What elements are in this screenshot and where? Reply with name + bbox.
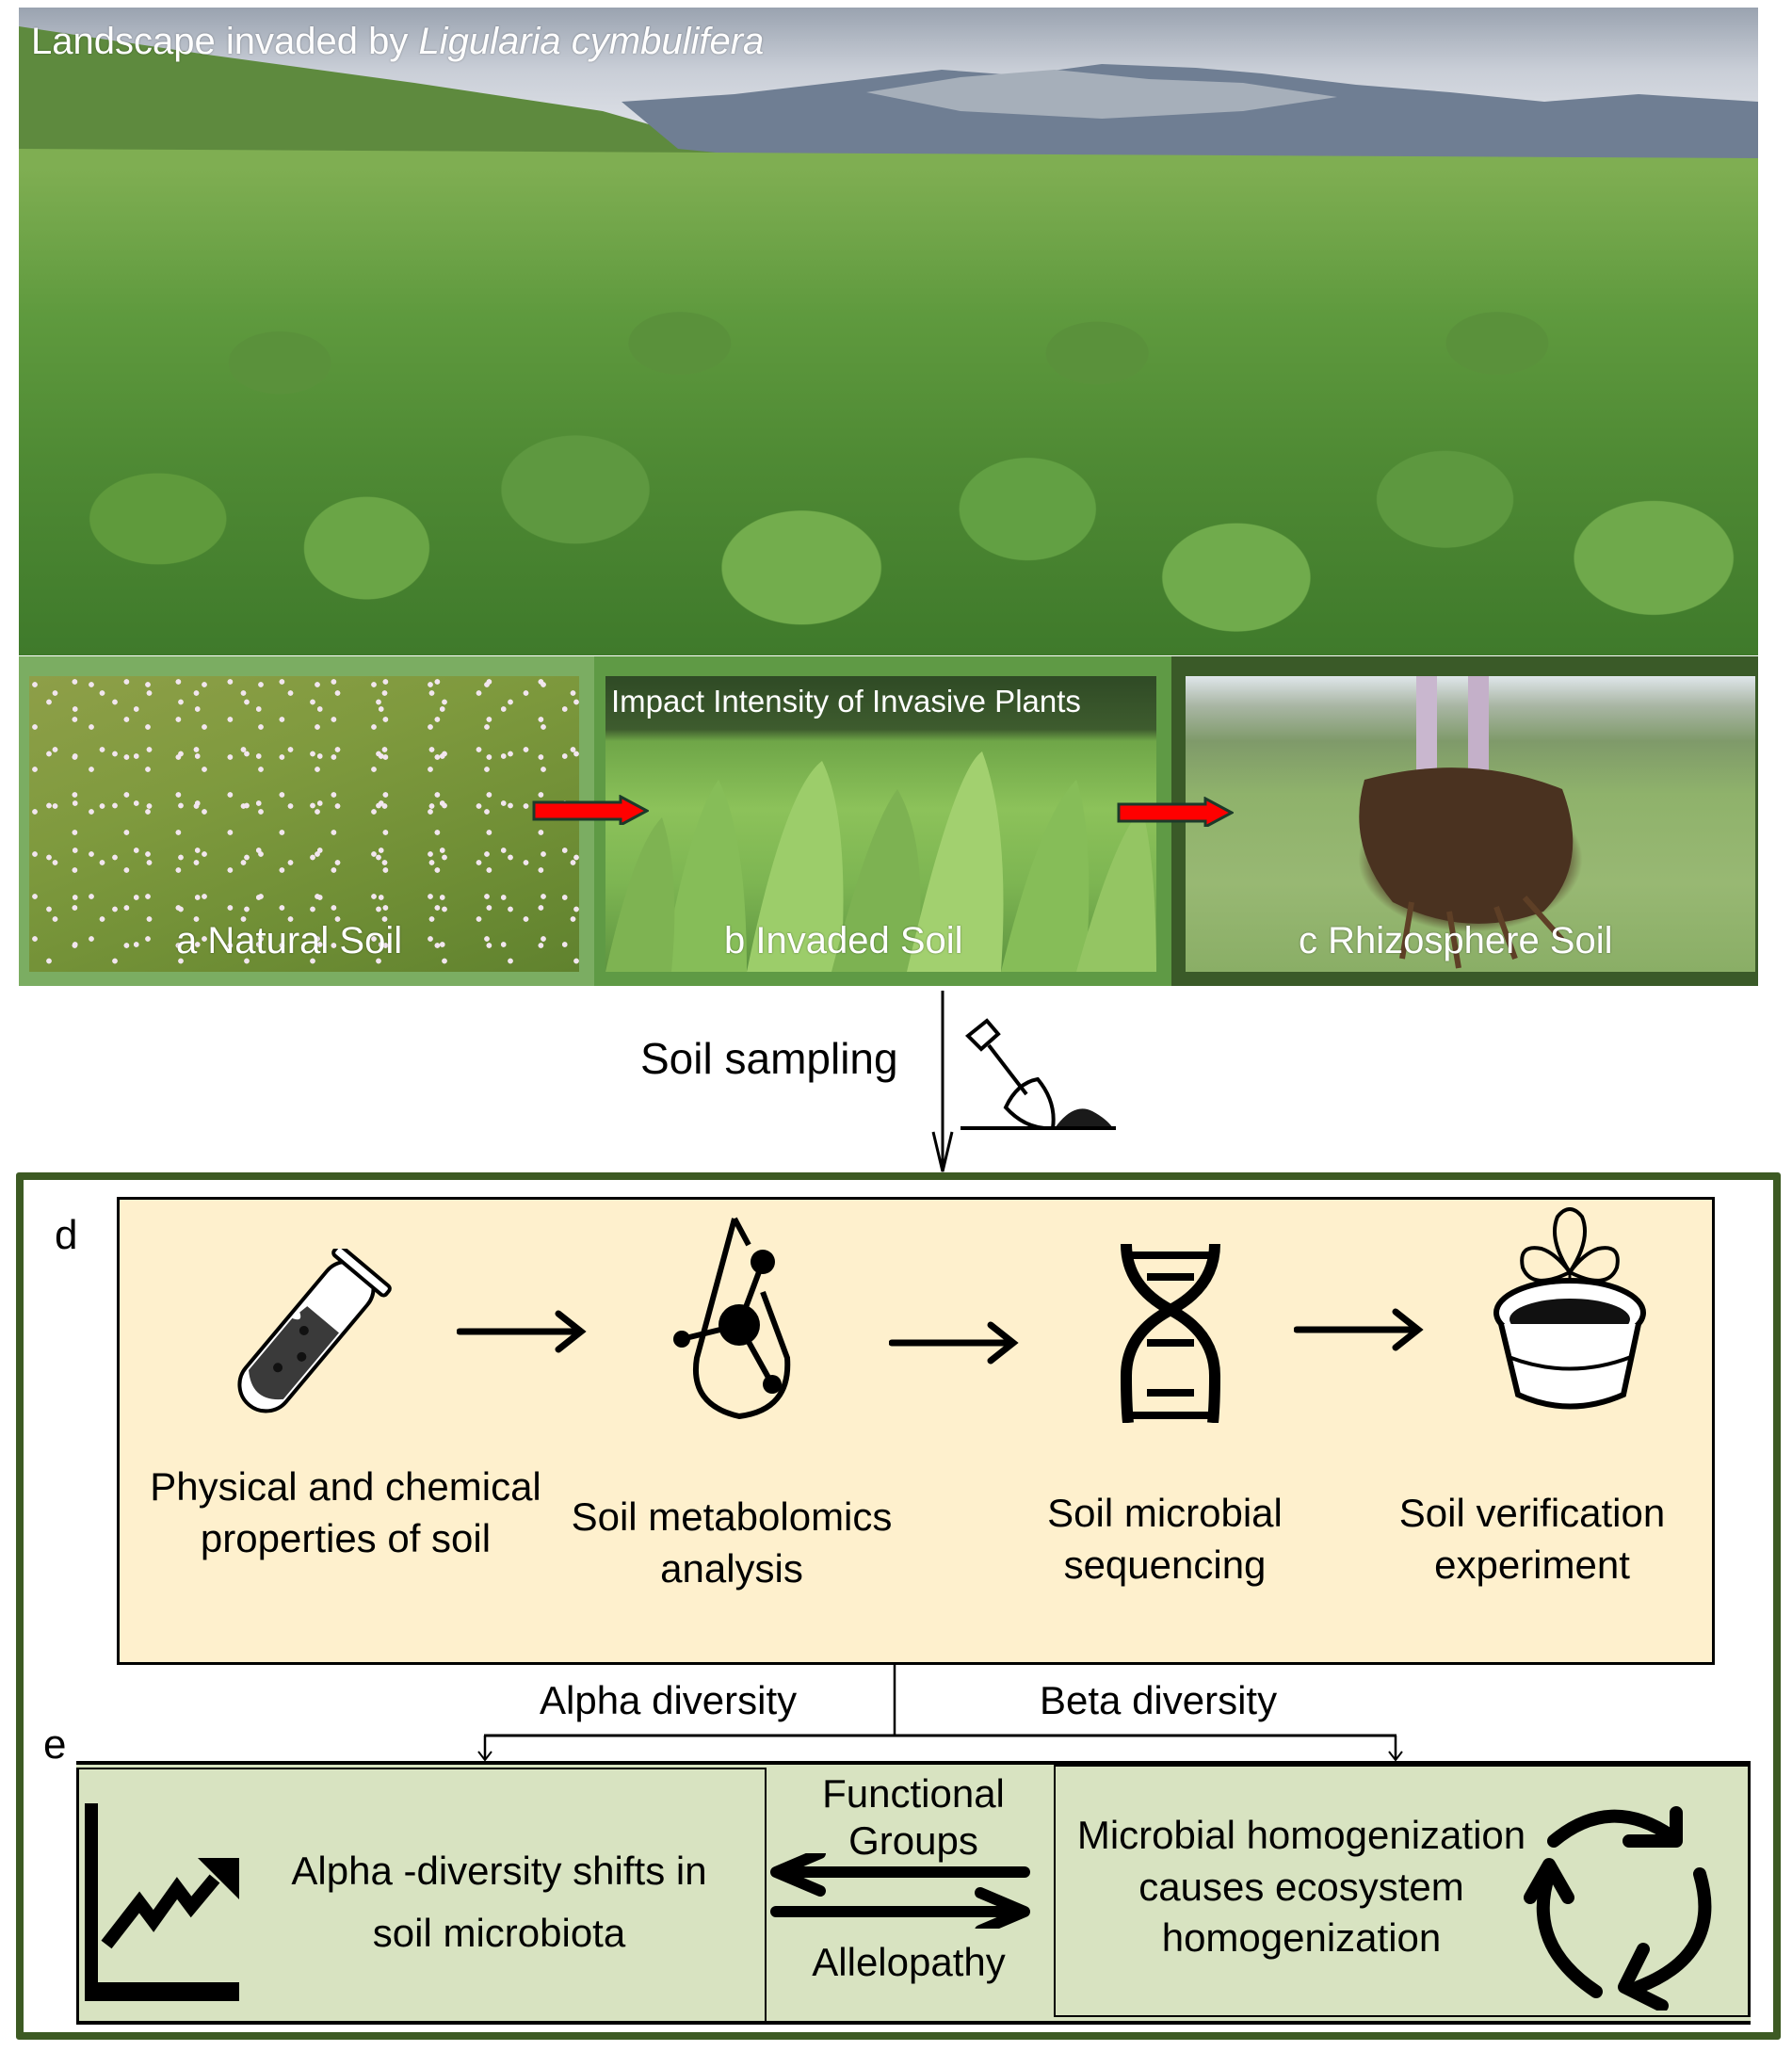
cycle-arrows-icon — [1524, 1806, 1712, 2011]
soil-sampling-label: Soil sampling — [640, 1034, 898, 1083]
shovel-icon — [961, 1018, 1116, 1130]
panel-label: a Natural Soil — [176, 920, 403, 961]
step-arrow-3 — [1294, 1308, 1424, 1351]
species-name: Ligularia cymbulifera — [418, 21, 765, 62]
diversity-outcomes-box — [76, 1761, 1751, 2025]
potted-plant-icon — [1493, 1207, 1646, 1410]
panel-rhizosphere-soil: c Rhizosphere Soil — [1171, 656, 1758, 986]
leaf-shapes — [605, 751, 1156, 972]
alpha-diversity-box — [76, 1768, 767, 2025]
left-arrow-icon — [770, 1853, 1030, 1897]
step-arrow-1 — [457, 1310, 587, 1353]
red-arrow-b-to-c — [1117, 797, 1234, 827]
step-label-physicochemical: Physical and chemical properties of soil — [150, 1464, 541, 1561]
natural-soil-photo: a Natural Soil — [29, 676, 579, 972]
beta-diversity-box — [1054, 1765, 1751, 2017]
allelopathy-label: Allelopathy — [812, 1940, 1006, 1984]
beta-diversity-label: Beta diversity — [1040, 1678, 1278, 1722]
impact-intensity-title: Impact Intensity of Invasive Plants — [611, 684, 1081, 719]
step-label-metabolomics: Soil metabolomics analysis — [571, 1494, 893, 1591]
functional-groups-label: Functional Groups — [822, 1771, 1005, 1864]
landscape-photo: Landscape invaded by Ligularia cymbulife… — [19, 8, 1758, 655]
red-arrow-a-to-b — [532, 795, 649, 825]
step-label-verification: Soil verification experiment — [1398, 1491, 1666, 1588]
dna-icon — [1120, 1244, 1221, 1423]
step-arrow-2 — [889, 1321, 1019, 1365]
landscape-title: Landscape invaded by Ligularia cymbulife… — [31, 21, 764, 63]
panel-invaded-soil: Impact Intensity of Invasive Plants b In… — [594, 656, 1171, 986]
panel-label: c Rhizosphere Soil — [1299, 920, 1613, 961]
panel-natural-soil: a Natural Soil — [19, 656, 594, 986]
section-letter-e: e — [43, 1721, 67, 1768]
landscape-title-text: Landscape invaded by — [31, 21, 419, 62]
rhizosphere-soil-photo: c Rhizosphere Soil — [1186, 676, 1755, 972]
step-label-sequencing: Soil microbial sequencing — [1047, 1491, 1283, 1588]
invaded-meadow — [19, 168, 1758, 655]
invaded-soil-photo: Impact Intensity of Invasive Plants b In… — [605, 676, 1156, 972]
down-arrow-icon — [931, 991, 954, 1172]
trend-up-chart-icon — [85, 1803, 239, 2001]
bidirectional-arrows — [770, 1853, 1030, 1929]
analysis-steps-box: Physical and chemical properties of soil… — [117, 1197, 1715, 1665]
section-letter-d: d — [55, 1212, 78, 1258]
alpha-box-text: Alpha -diversity shifts in soil microbio… — [291, 1849, 707, 1956]
panel-label: b Invaded Soil — [724, 920, 963, 961]
beta-box-text: Microbial homogenization causes ecosyste… — [1076, 1813, 1526, 1961]
test-tube-icon — [237, 1249, 392, 1413]
alpha-diversity-label: Alpha diversity — [540, 1678, 798, 1722]
metabolite-drop-icon — [673, 1217, 791, 1420]
right-arrow-icon — [770, 1887, 1030, 1929]
root-mass — [1359, 676, 1574, 969]
